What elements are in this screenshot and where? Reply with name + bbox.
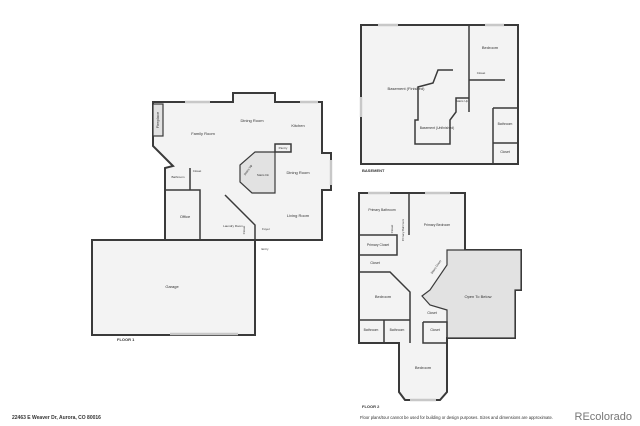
floor1-caption: FLOOR 1 — [117, 337, 135, 342]
room-label-bedroom-2: Bedroom — [414, 365, 432, 370]
room-label-bedroom: Bedroom — [481, 45, 499, 50]
basement-plan — [359, 23, 519, 165]
property-address: 22463 E Weaver Dr, Aurora, CO 80016 — [12, 415, 101, 421]
floor1-plan — [91, 92, 333, 336]
room-label-basement-finished: Basement (Finished) — [387, 86, 425, 91]
room-label-dining-room: Dining Room — [240, 118, 264, 123]
room-label-primary-bedroom: Primary Bedroom — [423, 223, 451, 227]
room-label-office: Office — [179, 214, 191, 219]
room-label-pantry: Pantry — [278, 146, 288, 150]
room-label-bathroom-2: Bathroom — [389, 328, 405, 332]
room-label-stairs-dn: Stairs Dn — [256, 173, 270, 177]
room-label-stairs: Stairs Up — [455, 99, 469, 103]
room-label-open-to-below: Open To Below — [464, 294, 492, 299]
brand-logo: REcolorado — [574, 411, 632, 423]
room-label-closet-2: Closet — [427, 311, 437, 315]
room-label-closet-2: Closet — [500, 150, 510, 154]
room-label-dining-room-2: Dining Room — [286, 170, 310, 175]
room-label-closet: Closet — [476, 71, 486, 75]
entry-label: Entry — [261, 247, 269, 251]
room-label-bathroom: Bathroom — [363, 328, 379, 332]
disclaimer: Floor plans/tour cannot be used for buil… — [360, 415, 553, 420]
room-label-basement-unfinished: Basement (Unfinished) — [419, 126, 455, 130]
room-label-closet: Closet — [370, 261, 380, 265]
room-label-closet-vertical: Closet — [390, 224, 394, 234]
room-label-bathroom: Bathroom — [497, 122, 513, 126]
room-label-laundry-room: Laundry Room — [223, 224, 243, 228]
room-label-primary-closet: Primary Closet — [366, 243, 390, 247]
room-label-fireplace: Fireplace — [155, 111, 160, 129]
basement-caption: BASEMENT — [362, 168, 385, 173]
room-label-kitchen: Kitchen — [291, 123, 305, 128]
room-label-garage: Garage — [165, 284, 179, 289]
floor2-caption: FLOOR 2 — [362, 404, 380, 409]
fireplace-shape — [152, 103, 164, 137]
room-label-living-room: Living Room — [286, 213, 310, 218]
room-label-family-room: Family Room — [191, 131, 215, 136]
floor2-plan — [358, 191, 522, 402]
room-label-primary-bathroom: Primary Bathroom — [368, 208, 396, 212]
room-label-bathroom: Bathroom — [171, 175, 185, 179]
room-label-bedroom: Bedroom — [374, 294, 392, 299]
room-label-closet: Closet — [192, 169, 202, 173]
room-label-closet-2: Closet — [242, 225, 246, 235]
room-label-primary-bathroom-vertical: Primary Bathroom — [401, 218, 405, 242]
room-label-closet-3: Closet — [430, 328, 440, 332]
room-label-foyer: Foyer — [262, 227, 270, 231]
